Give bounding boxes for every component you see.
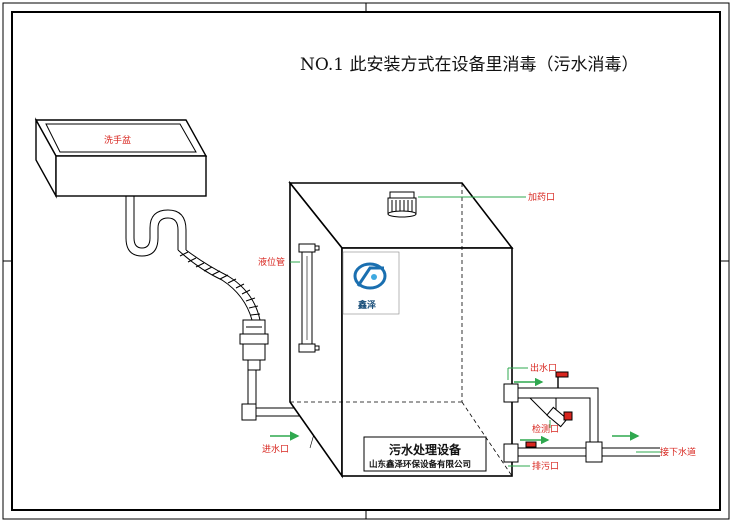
- xinze-logo-icon: [353, 262, 387, 290]
- inspection-port-label: 检测口: [532, 423, 559, 435]
- outlet-label: 出水口: [530, 362, 557, 374]
- outlet-pipework: [503, 371, 660, 463]
- diagram-title: NO.1 此安装方式在设备里消毒（污水消毒）: [300, 55, 638, 75]
- logo-text: 鑫泽: [357, 299, 376, 311]
- dosing-port-cap: [387, 191, 417, 218]
- wash-basin-label: 洗手盆: [104, 134, 131, 146]
- downstream-label: 接下水道: [660, 446, 696, 458]
- drain-port-label: 排污口: [532, 460, 559, 472]
- drain-trap-pipe: [125, 196, 187, 257]
- inline-fitting: [239, 319, 269, 371]
- inlet-pipe: [241, 370, 318, 421]
- wash-basin: [34, 117, 208, 199]
- level-gauge: [298, 243, 320, 353]
- inlet-label: 进水口: [262, 443, 289, 455]
- outlet-valve-handle: [555, 371, 569, 378]
- drain-valve-handle: [525, 441, 537, 448]
- dosing-port-label: 加药口: [528, 192, 555, 203]
- inspection-valve-handle: [563, 411, 573, 421]
- equipment-name-plate: 污水处理设备 山东鑫泽环保设备有限公司: [363, 436, 487, 472]
- company-name: 山东鑫泽环保设备有限公司: [369, 459, 471, 470]
- equipment-name: 污水处理设备: [389, 442, 462, 457]
- level-gauge-label: 液位管: [258, 256, 285, 268]
- treatment-tank: [288, 180, 514, 479]
- brand-logo: 鑫泽: [342, 251, 400, 315]
- corrugated-hose: [177, 249, 261, 321]
